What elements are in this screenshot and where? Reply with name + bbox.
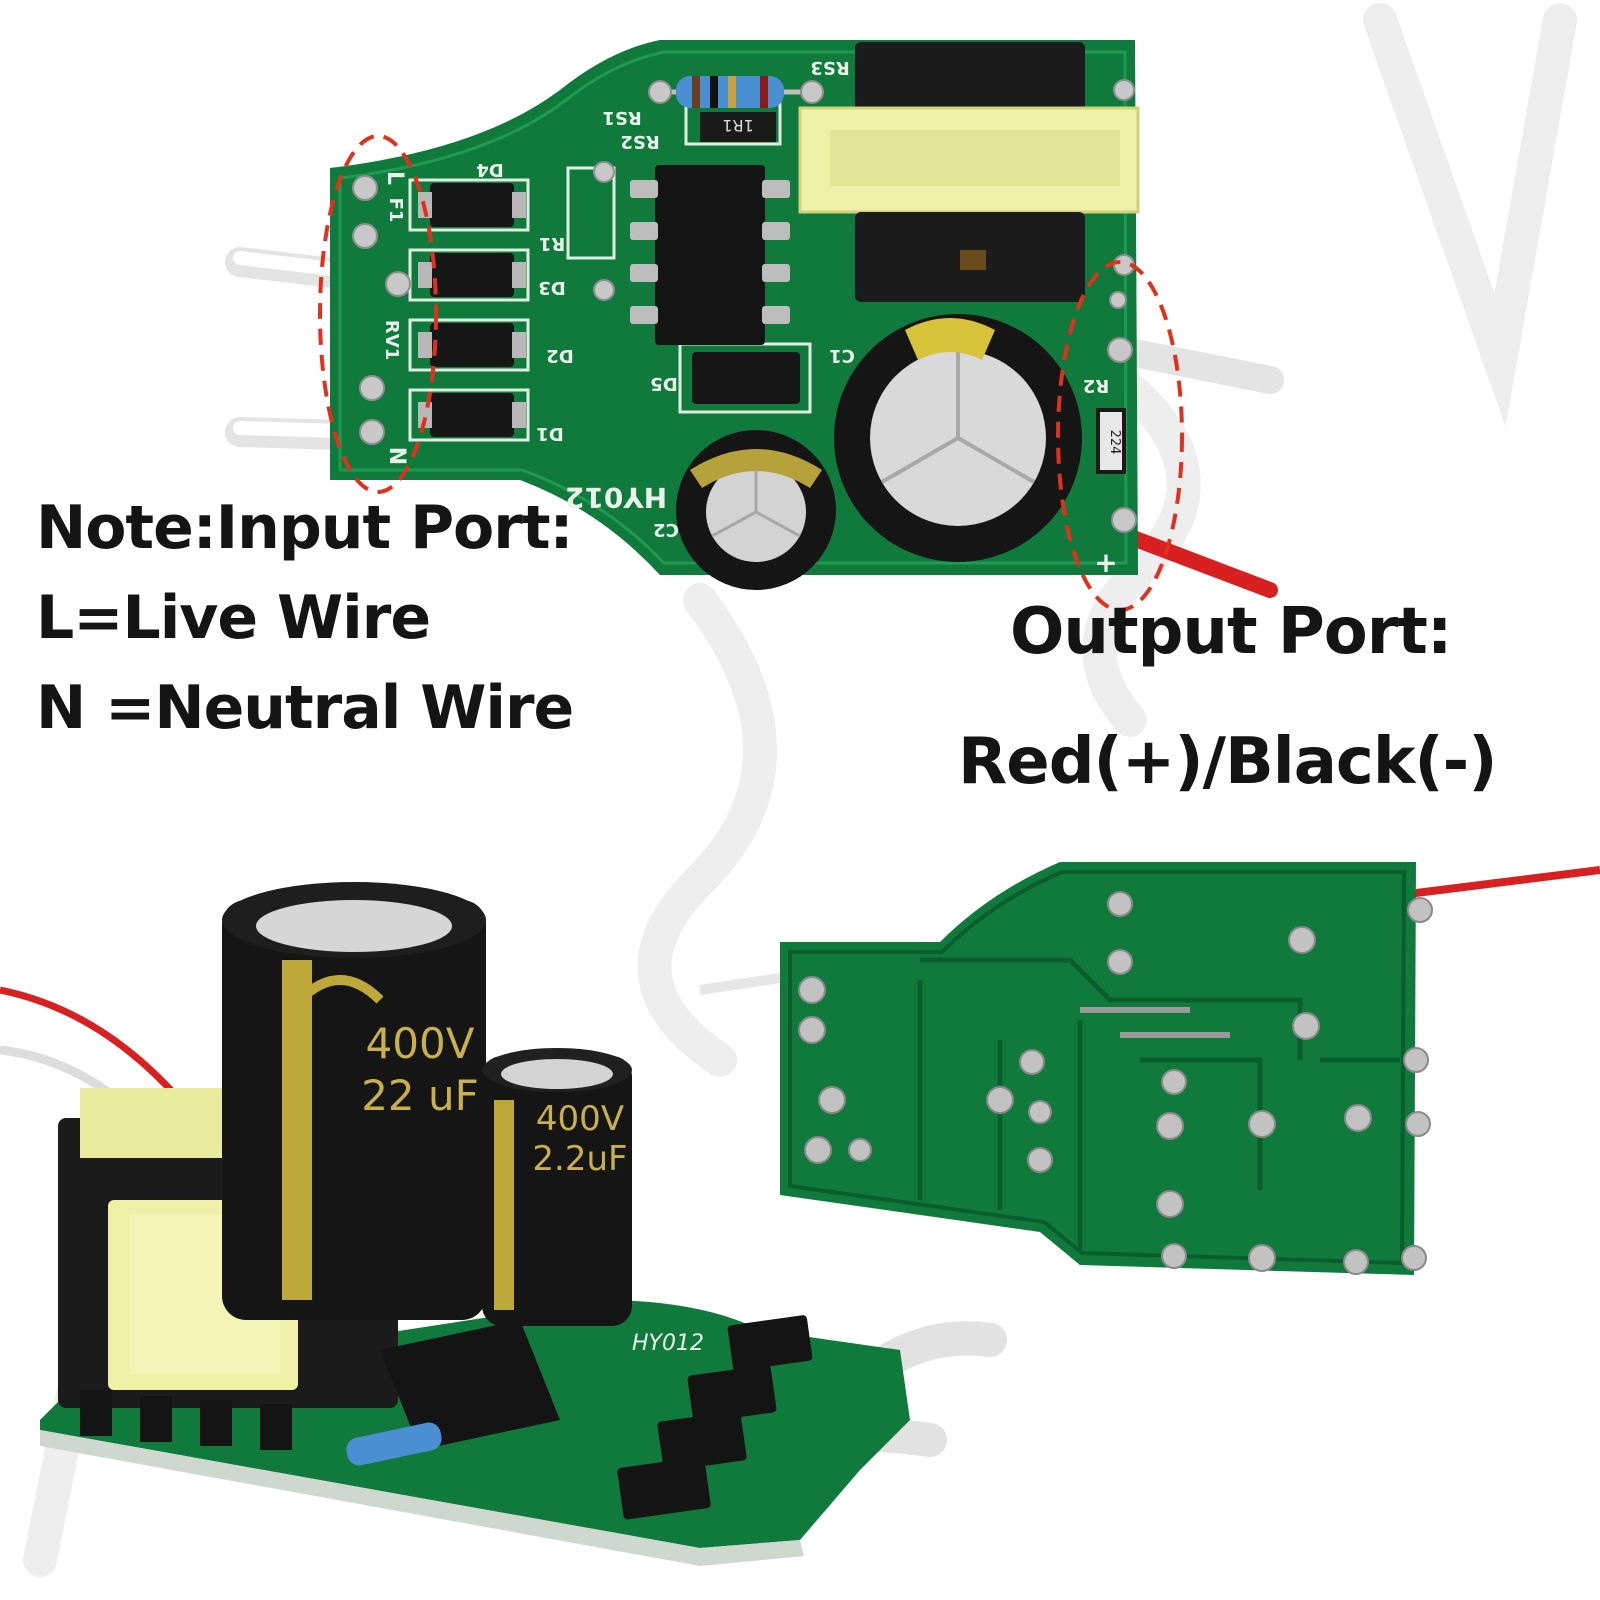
pad-label-L: L <box>382 171 407 185</box>
label-R2: R2 <box>1083 375 1109 396</box>
angled-board: 400V 22 uF 400V 2.2uF HY012 <box>0 882 1007 1566</box>
output-port-label: Output Port: <box>1010 595 1452 669</box>
label-C2: C2 <box>653 519 679 540</box>
smd-diodes <box>418 183 800 437</box>
input-port-callout <box>318 134 438 494</box>
neutral-wire-label: N =Neutral Wire <box>36 673 574 743</box>
label-RV1: RV1 <box>381 320 402 360</box>
ic-chip <box>655 165 765 345</box>
angled-board-model: HY012 <box>632 1331 704 1356</box>
input-port-note: Note:Input Port: <box>36 493 574 563</box>
label-R1: R1 <box>539 233 565 254</box>
label-D1: D1 <box>536 423 563 444</box>
transformer <box>798 42 1140 302</box>
small-cap-voltage: 400V <box>536 1099 624 1139</box>
back-pcb <box>780 862 1416 1275</box>
label-F1: F1 <box>385 198 406 223</box>
top-board: 1R1 224 <box>225 40 1284 612</box>
label-D4: D4 <box>476 159 503 180</box>
pad-label-N: N <box>384 447 409 465</box>
small-cap-value: 2.2uF <box>532 1139 627 1179</box>
resistor <box>656 76 810 108</box>
electrolytic-cap-c2 <box>676 430 836 590</box>
large-cap-voltage: 400V <box>366 1019 475 1068</box>
output-wire-white <box>1106 336 1284 394</box>
back-solder-joints <box>798 891 1433 1275</box>
label-RS2: RS2 <box>620 131 659 152</box>
label-D3: D3 <box>538 277 565 298</box>
resistor-code: 1R1 <box>722 116 753 135</box>
label-RS3: RS3 <box>810 57 849 78</box>
smd-code: 224 <box>1107 430 1122 455</box>
angled-cap-large: 400V 22 uF <box>222 882 486 1320</box>
electrolytic-cap-c1 <box>834 314 1082 562</box>
live-wire-label: L=Live Wire <box>36 583 431 653</box>
solder-pads <box>352 79 1137 533</box>
polarity-label: Red(+)/Black(-) <box>958 725 1497 799</box>
label-RS1: RS1 <box>602 107 641 128</box>
output-port-callout <box>1056 260 1184 612</box>
large-cap-value: 22 uF <box>361 1071 479 1120</box>
label-C1: C1 <box>829 345 855 366</box>
label-D5: D5 <box>650 373 677 394</box>
output-wire-red <box>1104 522 1278 598</box>
label-D2: D2 <box>546 345 573 366</box>
label-model: HY012 <box>565 481 667 514</box>
board-back <box>699 862 1600 1275</box>
pad-label-plus: + <box>1094 546 1117 579</box>
angled-cap-small: 400V 2.2uF <box>482 1048 632 1326</box>
